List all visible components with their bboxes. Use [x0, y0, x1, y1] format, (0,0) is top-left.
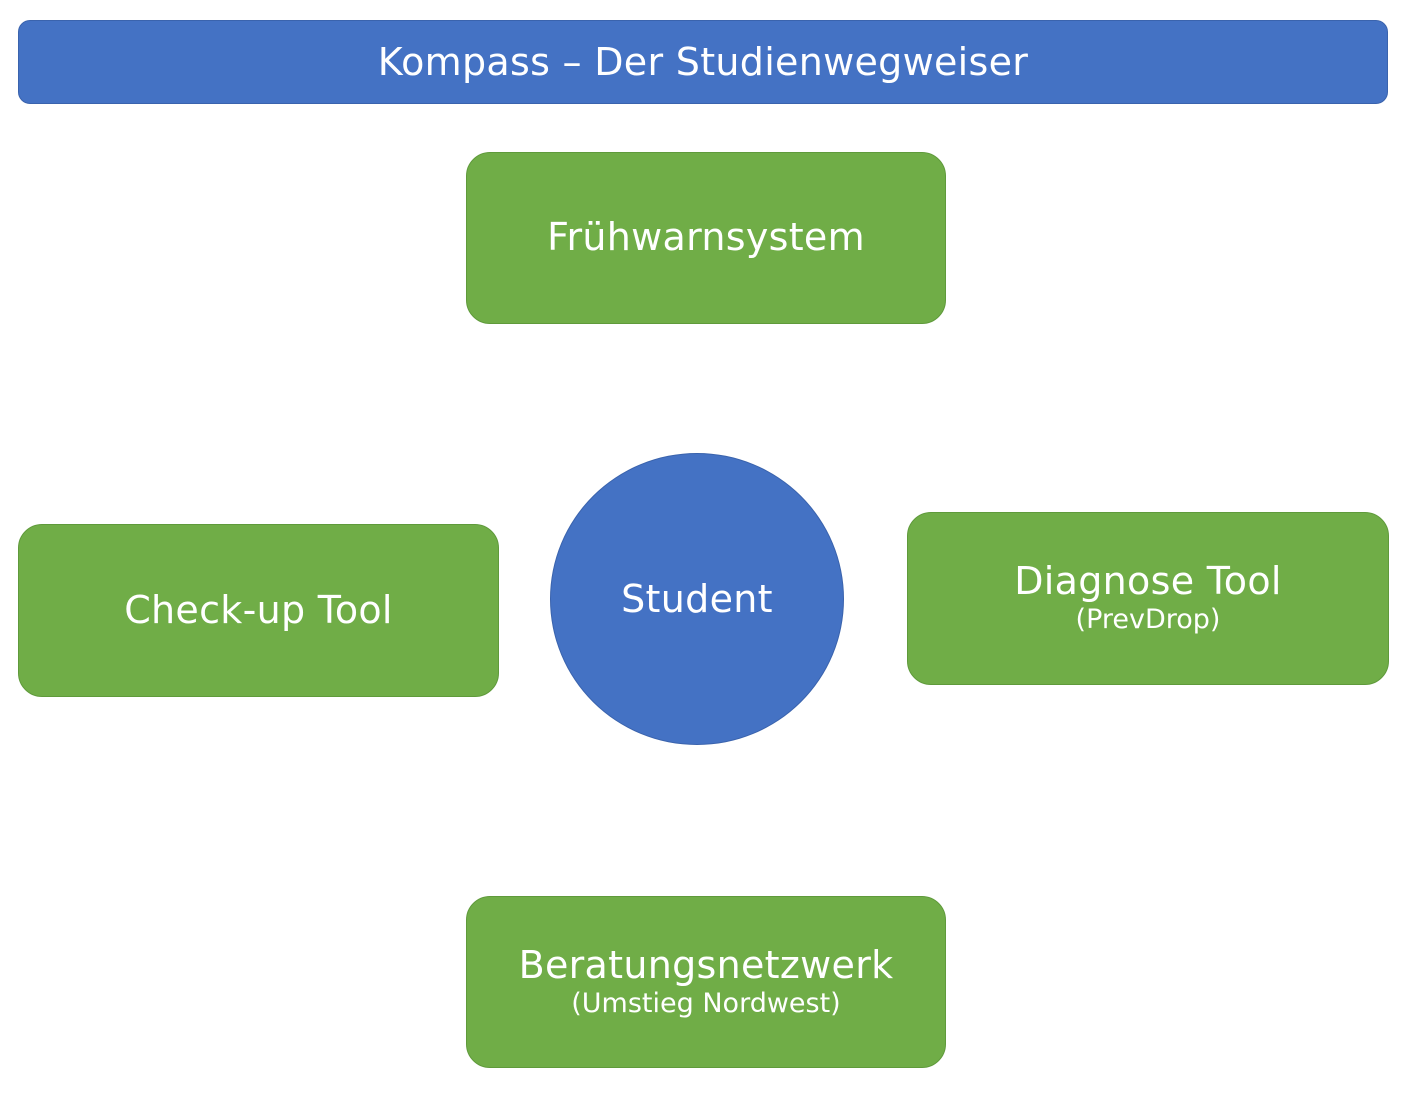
node-beratungsnetzwerk: Beratungsnetzwerk (Umstieg Nordwest): [466, 896, 946, 1068]
node-sublabel: (PrevDrop): [1075, 604, 1221, 636]
center-label: Student: [621, 577, 773, 621]
node-check-up-tool: Check-up Tool: [18, 524, 499, 697]
title-text: Kompass – Der Studienwegweiser: [377, 40, 1029, 84]
node-label: Beratungsnetzwerk: [518, 942, 894, 987]
node-label: Diagnose Tool: [1014, 559, 1282, 604]
node-fruehwarnsystem: Frühwarnsystem: [466, 152, 946, 324]
node-label: Check-up Tool: [124, 587, 393, 632]
node-sublabel: (Umstieg Nordwest): [571, 987, 841, 1019]
node-label: Frühwarnsystem: [547, 215, 865, 260]
center-node-student: Student: [550, 453, 844, 745]
node-diagnose-tool: Diagnose Tool (PrevDrop): [907, 512, 1389, 685]
title-banner: Kompass – Der Studienwegweiser: [18, 20, 1388, 104]
